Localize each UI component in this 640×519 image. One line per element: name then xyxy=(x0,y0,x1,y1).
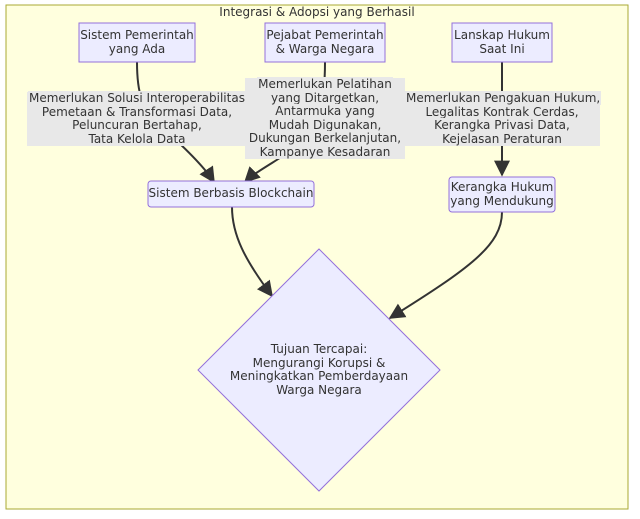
edge-framework-to-goal xyxy=(388,211,503,319)
node-label-gov-systems: Sistem Pemerintah yang Ada xyxy=(80,28,194,56)
node-goal xyxy=(197,248,441,492)
node-gov-systems xyxy=(78,22,196,63)
node-framework xyxy=(448,176,556,213)
edge-label-legal-to-framework: Memerlukan Pengakuan Hukum, Legalitas Ko… xyxy=(404,91,602,146)
node-label-legal: Lanskap Hukum Saat Ini xyxy=(454,28,550,56)
node-blockchain xyxy=(147,180,315,208)
node-label-officials: Pejabat Pemerintah & Warga Negara xyxy=(266,28,384,56)
edge-label-gov-to-blockchain: Memerlukan Solusi Interoperabilitas, Pem… xyxy=(27,91,250,146)
node-label-framework: Kerangka Hukum yang Mendukung xyxy=(450,180,554,208)
edge-blockchain-to-goal xyxy=(231,206,273,298)
node-label-blockchain: Sistem Berbasis Blockchain xyxy=(148,186,314,200)
node-officials xyxy=(264,22,386,63)
node-legal xyxy=(451,22,553,63)
cluster-title: Integrasi & Adopsi yang Berhasil xyxy=(219,5,415,19)
node-label-goal: Tujuan Tercapai: Mengurangi Korupsi & Me… xyxy=(229,342,409,397)
edge-label-officials-to-blockchain: Memerlukan Pelatihan yang Ditargetkan, A… xyxy=(245,77,405,159)
